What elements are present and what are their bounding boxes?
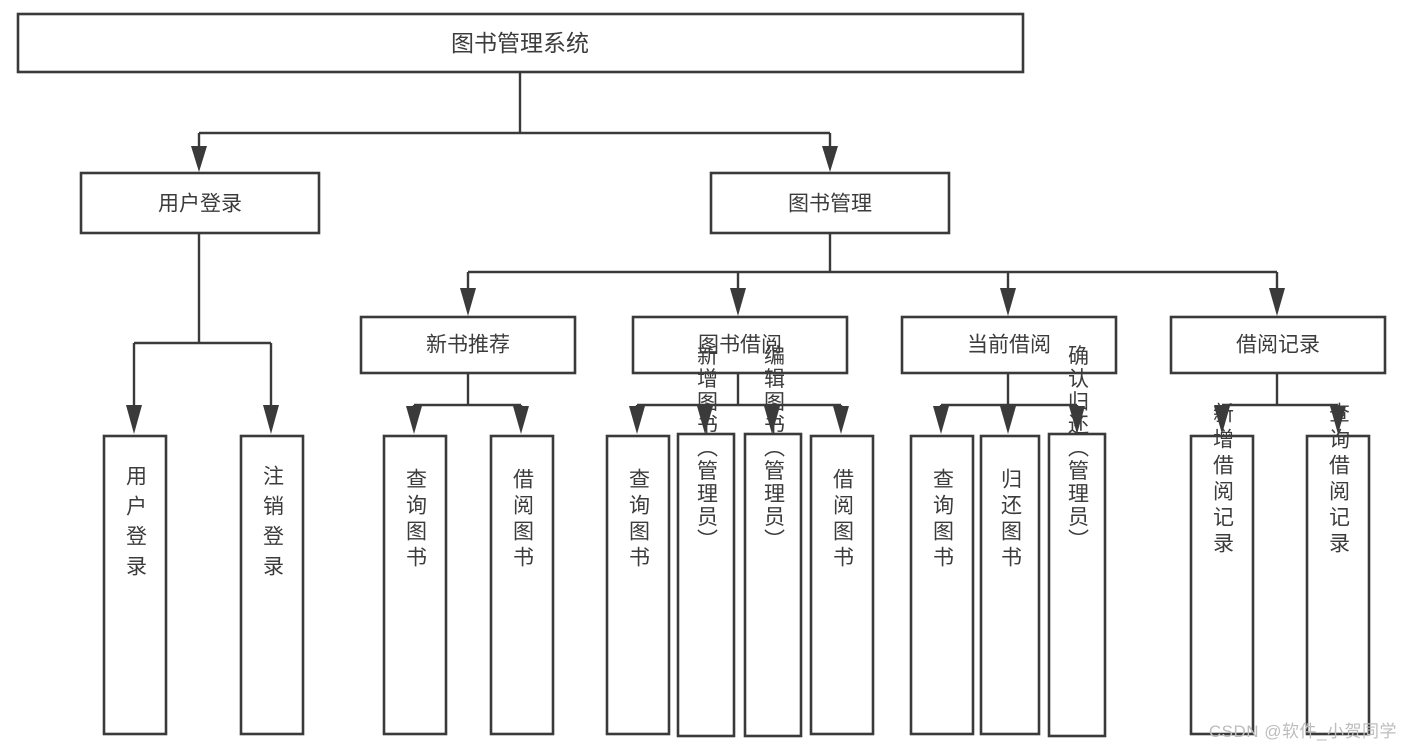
- node-book-borrow-box[interactable]: [631, 315, 849, 375]
- connectors-book-management: [460, 233, 1285, 316]
- leaf-user-login-box[interactable]: [102, 434, 168, 736]
- leaf-record-add-record-label: 新增借阅记录: [1211, 402, 1235, 558]
- node-new-book-recommend-box[interactable]: [359, 315, 577, 375]
- node-borrow-record[interactable]: 借阅记录: [1169, 315, 1387, 375]
- leaf-record-query-record[interactable]: 查询借阅记录: [1305, 402, 1371, 736]
- arrow-recommend-leaf2: [513, 406, 529, 434]
- leaf-borrow-borrow-book-box[interactable]: [809, 434, 875, 736]
- connectors-book-borrow: [629, 373, 849, 434]
- leaf-borrow-query-book[interactable]: 查询图书: [605, 434, 671, 736]
- node-borrow-record-label: 借阅记录: [1236, 334, 1320, 357]
- arrow-borrow-leaf4: [833, 406, 849, 434]
- leaf-recommend-borrow-book-box[interactable]: [489, 434, 555, 736]
- arrow-record-leaf2: [1330, 406, 1346, 434]
- node-user-login[interactable]: 用户登录: [79, 171, 321, 235]
- arrow-user-to-logout: [263, 405, 279, 434]
- leaf-recommend-query-book-label: 查询图书: [404, 468, 428, 572]
- connectors-user-login: [126, 233, 279, 434]
- leaf-current-query-book-box[interactable]: [909, 434, 975, 736]
- arrow-current-leaf1: [933, 406, 949, 434]
- node-borrow-record-box[interactable]: [1169, 315, 1387, 375]
- node-new-book-recommend-label: 新书推荐: [426, 334, 510, 357]
- arrow-borrow-leaf2: [697, 406, 713, 434]
- arrow-record-leaf1: [1214, 406, 1230, 434]
- leaf-user-login[interactable]: 用户登录: [102, 434, 168, 736]
- leaf-recommend-query-book[interactable]: 查询图书: [382, 434, 448, 736]
- leaf-current-confirm-return[interactable]: 确认归还（管理员）: [1047, 345, 1107, 738]
- arrow-book-to-recommend: [460, 288, 476, 316]
- leaf-borrow-query-book-box[interactable]: [605, 434, 671, 736]
- arrow-current-leaf2: [1000, 406, 1016, 434]
- arrow-root-to-user: [191, 146, 207, 172]
- leaf-borrow-edit-book-label: 编辑图书（管理员）: [762, 345, 786, 552]
- node-current-borrow[interactable]: 当前借阅: [900, 315, 1118, 375]
- leaf-user-logout-box[interactable]: [239, 434, 305, 736]
- leaf-borrow-borrow-book-label: 借阅图书: [831, 468, 855, 572]
- arrow-root-to-book: [822, 146, 838, 172]
- leaf-user-logout-label: 注销登录: [261, 465, 285, 585]
- connectors-borrow-record: [1214, 373, 1346, 434]
- leaf-current-query-book[interactable]: 查询图书: [909, 434, 975, 736]
- node-book-management[interactable]: 图书管理: [709, 171, 951, 235]
- arrow-borrow-leaf1: [629, 406, 645, 434]
- arrow-recommend-leaf1: [406, 406, 422, 434]
- connectors-root: [191, 72, 838, 172]
- node-user-login-box[interactable]: [79, 171, 321, 235]
- leaf-current-confirm-return-label: 确认归还（管理员）: [1066, 345, 1090, 552]
- node-root[interactable]: 图书管理系统: [16, 12, 1025, 74]
- leaf-current-return-book[interactable]: 归还图书: [979, 434, 1041, 736]
- leaf-recommend-borrow-book[interactable]: 借阅图书: [489, 434, 555, 736]
- node-root-box[interactable]: [16, 12, 1025, 74]
- leaf-record-add-record-box[interactable]: [1189, 434, 1255, 736]
- arrow-current-leaf3: [1069, 406, 1085, 434]
- node-new-book-recommend[interactable]: 新书推荐: [359, 315, 577, 375]
- leaf-borrow-add-book-box[interactable]: [676, 432, 736, 738]
- leaf-recommend-borrow-book-label: 借阅图书: [511, 468, 535, 572]
- node-user-login-label: 用户登录: [158, 193, 242, 216]
- leaf-user-logout[interactable]: 注销登录: [239, 434, 305, 736]
- leaf-borrow-add-book[interactable]: 新增图书（管理员）: [676, 345, 736, 738]
- node-book-management-box[interactable]: [709, 171, 951, 235]
- leaf-record-add-record[interactable]: 新增借阅记录: [1189, 402, 1255, 736]
- leaf-recommend-query-book-box[interactable]: [382, 434, 448, 736]
- node-root-label: 图书管理系统: [451, 30, 589, 56]
- connectors-new-book-recommend: [406, 373, 529, 434]
- leaf-current-confirm-return-box[interactable]: [1047, 432, 1107, 738]
- arrow-book-to-current: [1000, 288, 1016, 316]
- leaf-borrow-edit-book-box[interactable]: [743, 432, 803, 738]
- arrow-borrow-leaf3: [764, 406, 780, 434]
- arrow-book-to-borrow: [730, 288, 746, 316]
- leaf-borrow-borrow-book[interactable]: 借阅图书: [809, 434, 875, 736]
- arrow-book-to-record: [1269, 288, 1285, 316]
- node-book-borrow[interactable]: 图书借阅: [631, 315, 849, 375]
- leaf-borrow-query-book-label: 查询图书: [627, 468, 651, 572]
- leaf-record-query-record-label: 查询借阅记录: [1327, 402, 1351, 558]
- leaf-current-return-book-label: 归还图书: [999, 468, 1023, 572]
- node-current-borrow-label: 当前借阅: [967, 334, 1051, 357]
- node-book-management-label: 图书管理: [788, 193, 872, 216]
- arrow-user-to-login: [126, 405, 142, 434]
- leaf-current-return-book-box[interactable]: [979, 434, 1041, 736]
- leaf-current-query-book-label: 查询图书: [931, 468, 955, 572]
- leaf-user-login-label: 用户登录: [124, 465, 148, 585]
- node-current-borrow-box[interactable]: [900, 315, 1118, 375]
- leaf-record-query-record-box[interactable]: [1305, 434, 1371, 736]
- connectors-current-borrow: [933, 373, 1085, 434]
- leaf-borrow-add-book-label: 新增图书（管理员）: [695, 345, 719, 552]
- node-book-borrow-label: 图书借阅: [698, 334, 782, 357]
- leaf-borrow-edit-book[interactable]: 编辑图书（管理员）: [743, 345, 803, 738]
